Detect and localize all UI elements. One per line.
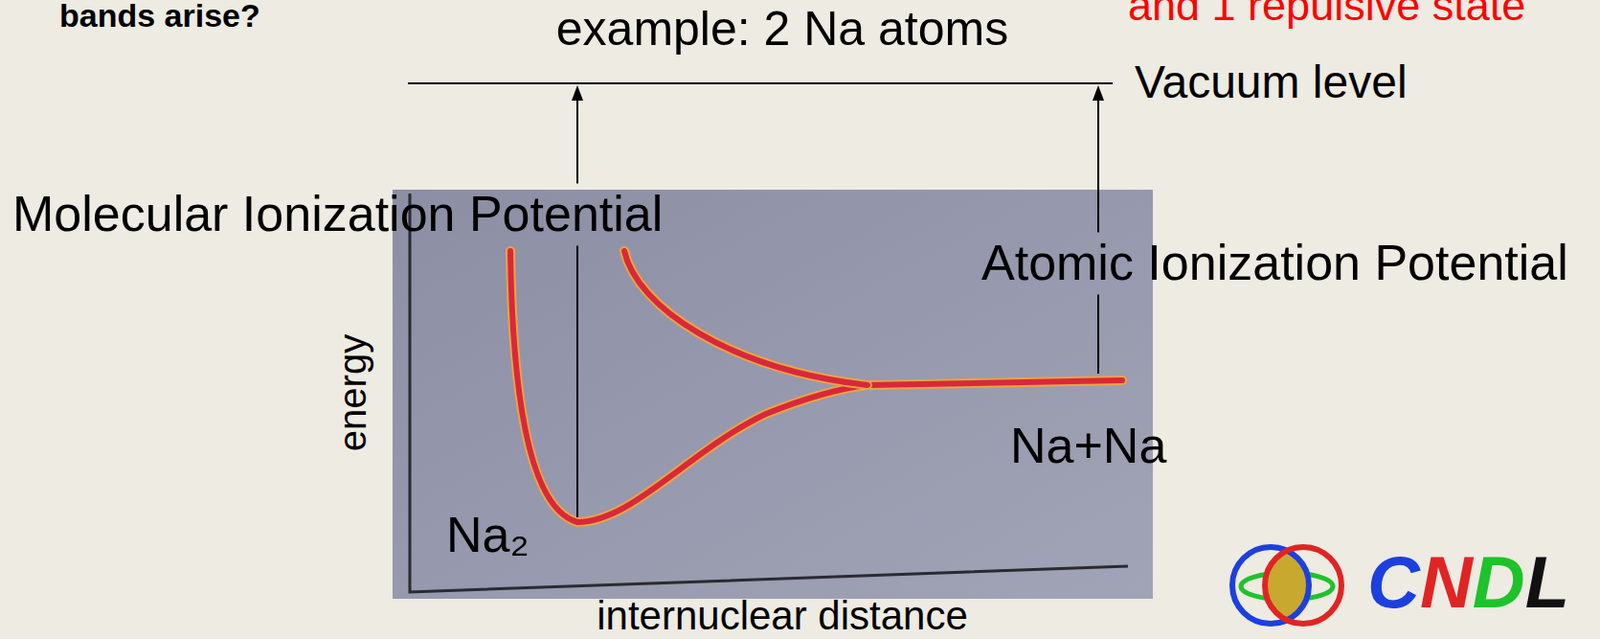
atomic-ip-arrow-head	[1092, 85, 1105, 101]
molecular-ip-arrow-head	[571, 85, 584, 101]
logo-icon	[1232, 546, 1342, 624]
vacuum-level-line	[407, 82, 1113, 85]
atomic-ip-arrow-shaft	[1097, 98, 1100, 232]
vacuum-level-label: Vacuum level	[1134, 57, 1408, 109]
slide-heading: bands arise?	[59, 0, 261, 35]
axis-label-distance: internuclear distance	[596, 593, 969, 638]
repulsive-state-curve	[624, 250, 868, 385]
molecule-label: Na₂	[446, 507, 530, 563]
bound-state-curve	[510, 250, 1123, 522]
atoms-label: Na+Na	[1010, 418, 1167, 474]
example-heading: example: 2 Na atoms	[556, 2, 1009, 56]
axis-label-energy: energy	[331, 334, 374, 451]
molecular-ip-arrow-shaft	[576, 246, 579, 518]
molecular-ip-label: Molecular Ionization Potential	[12, 186, 663, 242]
atomic-ip-arrow-shaft	[1097, 294, 1100, 374]
red-note: and 1 repulsive state	[1127, 0, 1526, 30]
atomic-ip-label: Atomic Ionization Potential	[981, 235, 1569, 291]
logo-text: CNDL	[1367, 541, 1570, 623]
molecular-ip-arrow-shaft	[576, 98, 579, 183]
